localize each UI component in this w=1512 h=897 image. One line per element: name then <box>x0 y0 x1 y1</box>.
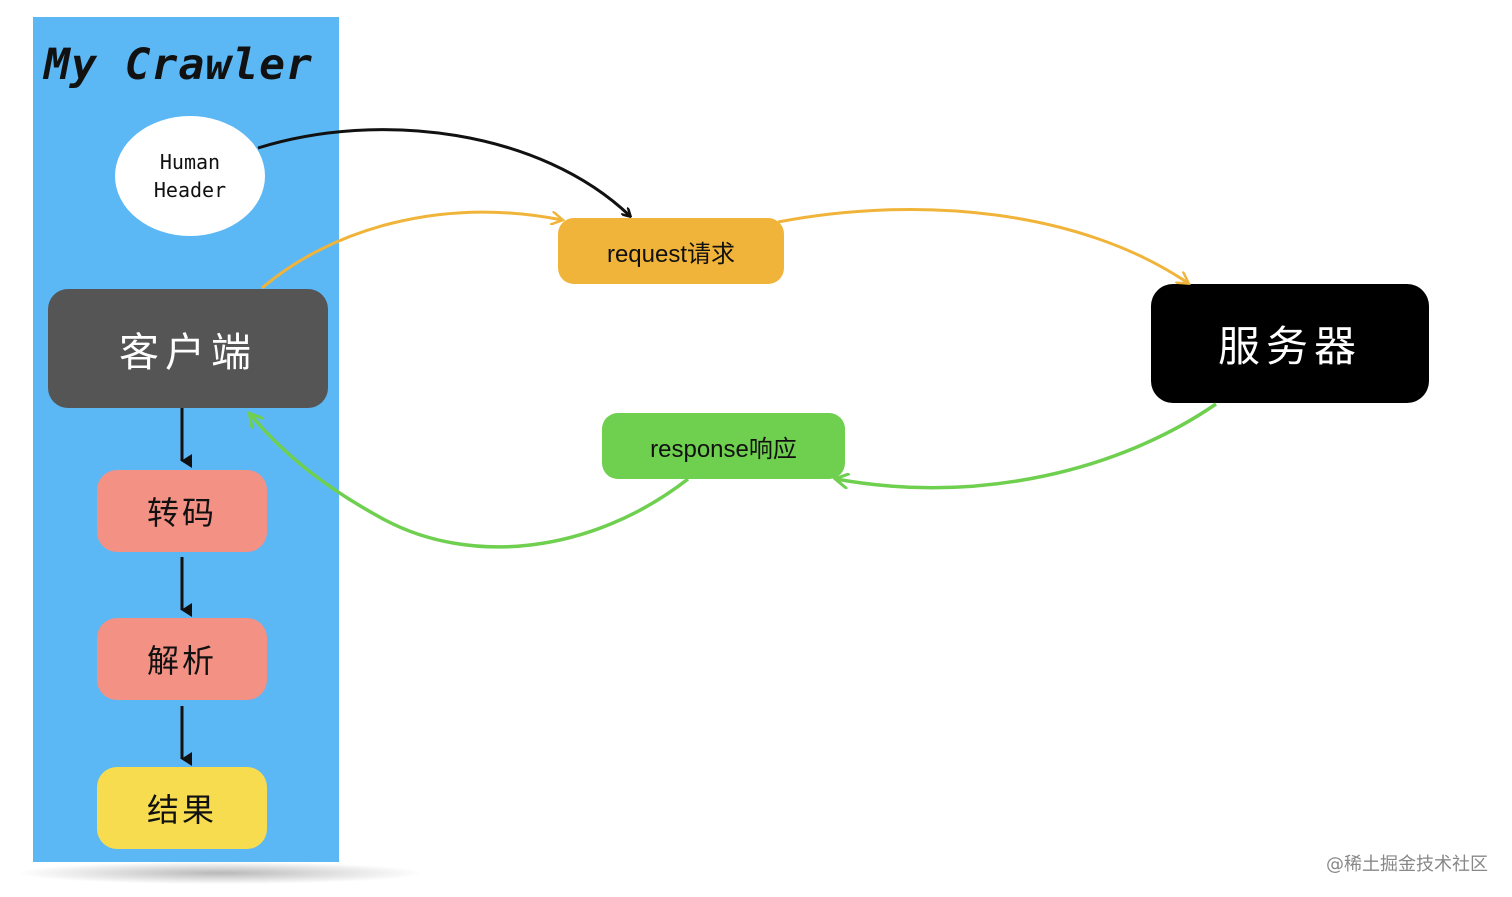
crawler-title: My Crawler <box>44 40 313 90</box>
request-to-server-arrow <box>777 208 1188 283</box>
parse-step-node: 解析 <box>97 618 267 700</box>
human-header-label: Human Header <box>153 150 227 202</box>
server-to-response-arrow <box>836 402 1217 490</box>
response-node: response响应 <box>602 413 845 479</box>
decode-step-node: 转码 <box>97 470 267 552</box>
server-node: 服务器 <box>1151 284 1429 403</box>
watermark: @稀土掘金技术社区 <box>1326 854 1488 875</box>
result-step-node: 结果 <box>97 767 267 849</box>
client-node: 客户端 <box>48 289 328 408</box>
panel-shadow <box>20 862 420 884</box>
human-header-node: Human Header <box>115 116 265 236</box>
request-node: request请求 <box>558 218 784 284</box>
